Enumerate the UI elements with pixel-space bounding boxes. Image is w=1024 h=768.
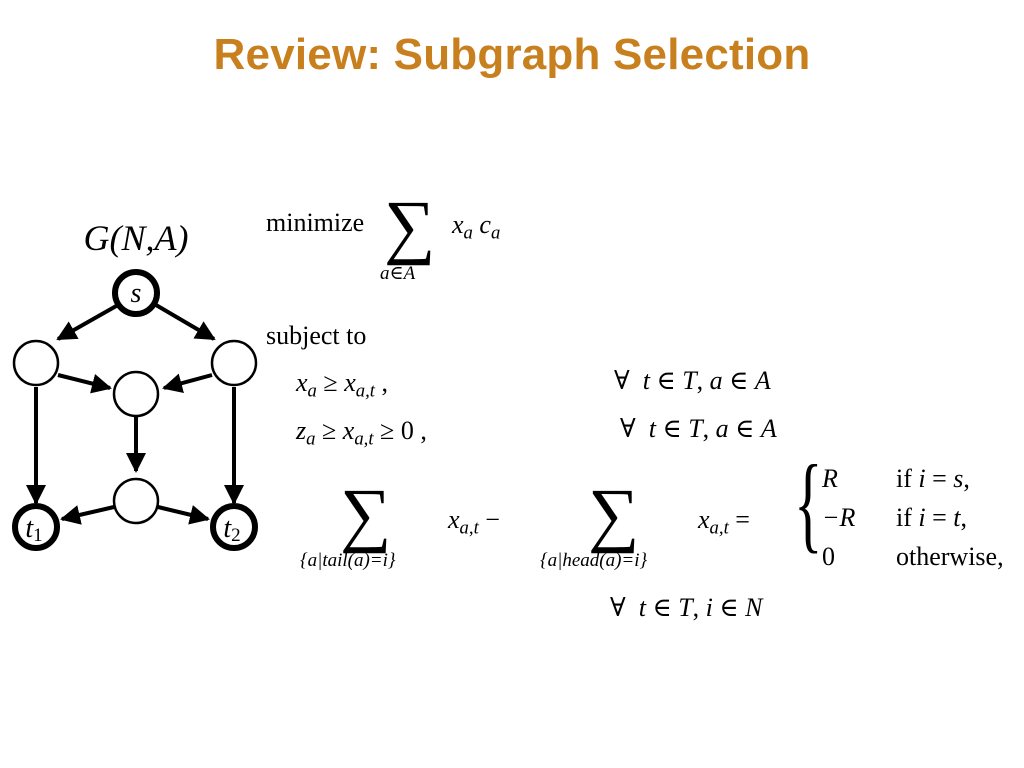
case-1-value: R [822, 464, 838, 493]
node-right [210, 339, 258, 387]
node-terminal-2 [210, 503, 258, 551]
flow-quantifier: ∀ t ∈ T, i ∈ N [610, 593, 763, 622]
flow-sum-1-symbol: ∑ [340, 474, 392, 554]
node-source-label: s [131, 278, 142, 309]
constraint-1-expression: xa ≥ xa,t , [296, 368, 388, 402]
node-terminal-1 [12, 503, 60, 551]
constraint-1-quantifier: ∀ t ∈ T, a ∈ A [614, 366, 771, 395]
node-left [12, 339, 60, 387]
constraint-2-quantifier: ∀ t ∈ T, a ∈ A [620, 414, 777, 443]
edge-left-center [57, 373, 112, 394]
objective-term: xa ca [452, 210, 501, 244]
constraint-2-expression: za ≥ xa,t ≥ 0 , [296, 416, 427, 450]
case-3-value: 0 [822, 542, 835, 571]
node-bottom [112, 477, 160, 525]
flow-term-1: xa,t − [448, 505, 500, 539]
objective-sum-index: a∈A [380, 263, 416, 284]
objective-sum-symbol: ∑ [384, 186, 436, 266]
node-terminal-2-label: t2 [223, 513, 240, 546]
graph-diagram: G(N,A) s t1 t2 [12, 218, 258, 551]
node-source [112, 269, 160, 317]
subject-to-label: subject to [266, 321, 367, 350]
flow-sum-2-index: {a|head(a)=i} [540, 550, 648, 571]
node-terminal-1-label: t1 [25, 513, 42, 546]
flow-sum-2-symbol: ∑ [588, 474, 640, 554]
case-3-condition: otherwise, [896, 542, 1004, 571]
edge-bottom-t1 [60, 505, 115, 525]
slide-title: Review: Subgraph Selection [213, 30, 811, 79]
case-1-condition: if i = s, [896, 464, 970, 493]
case-2-value: −R [822, 503, 856, 532]
edge-s-left [56, 303, 119, 341]
case-2-condition: if i = t, [896, 503, 968, 532]
node-center [112, 370, 160, 418]
edge-right-center [162, 373, 213, 393]
graph-label: G(N,A) [84, 218, 189, 258]
flow-sum-1-index: {a|tail(a)=i} [300, 550, 396, 571]
edge-bottom-t2 [157, 505, 210, 525]
cases-brace: { [794, 444, 823, 563]
objective-keyword: minimize [266, 208, 365, 237]
edge-s-right [154, 303, 216, 341]
flow-term-2: xa,t = [698, 505, 750, 539]
